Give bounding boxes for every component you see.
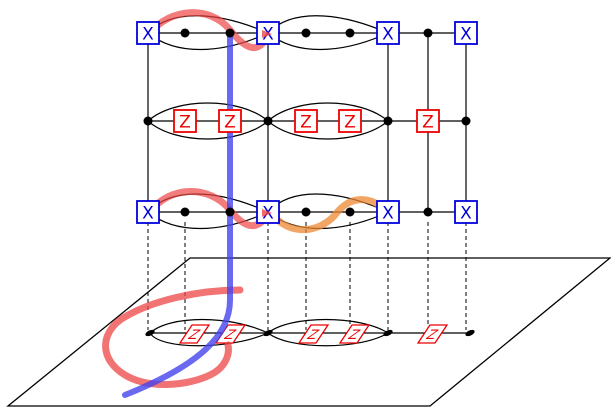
arrow-head-icon	[262, 30, 272, 38]
red-highlight-top	[146, 9, 272, 52]
z-label: Z	[179, 113, 191, 133]
x-box: X	[454, 200, 478, 224]
plane-z-markers: Z Z Z Z Z	[178, 324, 449, 344]
plane-z-marker: Z	[178, 324, 211, 344]
z-box: Z	[416, 109, 440, 133]
x-label: X	[142, 204, 154, 224]
x-label: X	[460, 25, 472, 45]
plane-nodes	[145, 329, 475, 337]
plane-z-marker: Z	[416, 324, 449, 344]
x-label: X	[142, 25, 154, 45]
plane-z-marker: Z	[338, 324, 371, 344]
red-highlight-bottom	[146, 188, 272, 230]
x-box: X	[136, 200, 160, 224]
z-box: Z	[338, 109, 362, 133]
z-label: Z	[224, 113, 236, 133]
projection-lines	[147, 222, 467, 330]
blue-highlight	[122, 30, 233, 398]
x-box: X	[376, 200, 400, 224]
z-box: Z	[294, 109, 318, 133]
red-loop-plane	[102, 286, 244, 388]
x-label: X	[382, 25, 394, 45]
projection-plane	[6, 257, 611, 407]
x-box: X	[454, 21, 478, 45]
x-boxes: X X X X X X X X	[136, 21, 478, 224]
plane-z-marker: Z	[297, 324, 330, 344]
z-label: Z	[300, 113, 312, 133]
z-label: Z	[344, 113, 356, 133]
z-boxes: Z Z Z Z Z	[173, 109, 440, 133]
x-label: X	[382, 204, 394, 224]
x-box: X	[136, 21, 160, 45]
z-box: Z	[173, 109, 197, 133]
x-label: X	[460, 204, 472, 224]
orange-highlight	[266, 196, 392, 234]
grid-nodes	[143, 28, 471, 217]
z-label: Z	[422, 113, 434, 133]
arrow-head-icon	[262, 209, 272, 217]
x-box: X	[376, 21, 400, 45]
z-box: Z	[218, 109, 242, 133]
